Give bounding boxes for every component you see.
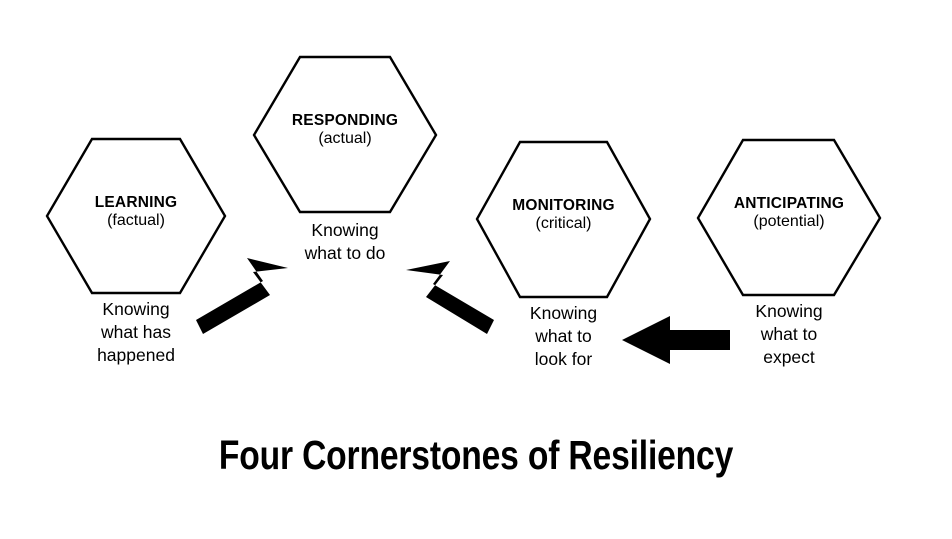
- hexagon-monitoring[interactable]: [475, 140, 652, 299]
- node-anticipating: ANTICIPATING (potential): [698, 140, 880, 295]
- hexagon-monitoring-title: MONITORING: [512, 197, 615, 214]
- hexagon-anticipating[interactable]: [696, 138, 882, 297]
- caption-monitoring: Knowing what to look for: [529, 303, 598, 370]
- node-learning: LEARNING (factual): [47, 139, 225, 293]
- hexagon-responding-title: RESPONDING: [291, 112, 399, 129]
- hexagon-anticipating-subtitle: (potential): [753, 213, 825, 231]
- arrow-learning-to-responding: [196, 258, 288, 334]
- arrow-anticipating-to-monitoring: [622, 316, 730, 364]
- caption-learning: Knowing what has happened: [97, 299, 175, 366]
- hexagon-responding-subtitle: (actual): [318, 130, 372, 148]
- hexagon-learning-subtitle: (factual): [107, 212, 165, 230]
- hexagon-monitoring-subtitle: (critical): [535, 215, 592, 233]
- caption-anticipating: Knowing what to expect: [755, 301, 823, 368]
- node-monitoring: MONITORING (critical): [477, 142, 650, 297]
- hexagon-responding-label: RESPONDING (actual): [254, 112, 436, 149]
- hexagon-learning-title: LEARNING: [94, 194, 178, 211]
- hexagon-monitoring-label: MONITORING (critical): [477, 197, 650, 234]
- node-responding: RESPONDING (actual): [254, 57, 436, 212]
- hexagon-responding[interactable]: [252, 55, 438, 214]
- hexagon-anticipating-title: ANTICIPATING: [733, 195, 845, 212]
- arrow-monitoring-to-responding: [406, 261, 494, 334]
- caption-responding: Knowing what to do: [304, 220, 386, 264]
- hexagon-learning-label: LEARNING (factual): [47, 194, 225, 231]
- hexagon-learning[interactable]: [45, 137, 227, 295]
- hexagon-anticipating-label: ANTICIPATING (potential): [698, 195, 880, 232]
- diagram-title: Four Cornerstones of Resiliency: [218, 432, 734, 478]
